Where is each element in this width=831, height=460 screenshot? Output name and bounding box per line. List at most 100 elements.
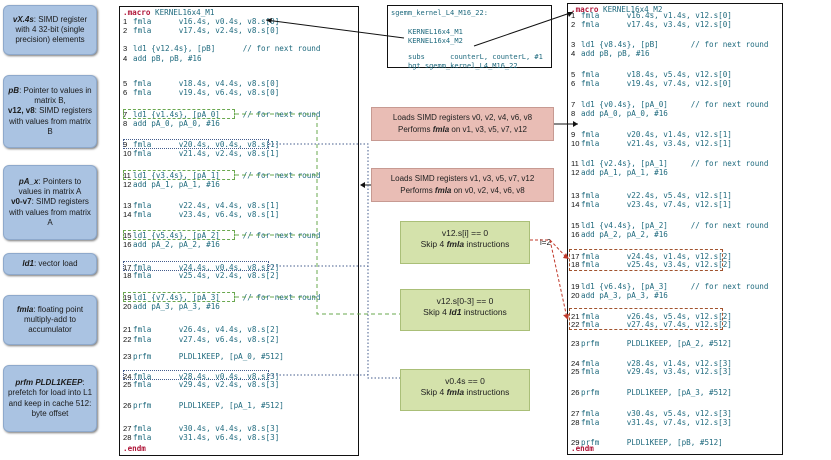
code-text: fmla v17.4s, v3.4s, v12.s[0] xyxy=(581,20,732,29)
code-text: ld1 {v4.4s}, [pA_2] // for next round xyxy=(581,221,769,230)
line-number: 20 xyxy=(571,291,580,300)
code-text: fmla v28.4s, v1.4s, v12.s[3] xyxy=(581,359,732,368)
loop-bgt: bgt sgemm_kernel_L4_M16_22 xyxy=(408,62,518,70)
loop-call-m2: KERNEL16x4_M2 xyxy=(408,37,463,45)
code-text: fmla v17.4s, v2.4s, v8.s[0] xyxy=(133,26,280,35)
line-number: 24 xyxy=(571,359,580,368)
code-text: add pB, pB, #16 xyxy=(581,49,650,58)
hl-left-ld1-pa0 xyxy=(123,109,235,119)
code-text: fmla v19.4s, v7.4s, v12.s[0] xyxy=(581,79,732,88)
line-number: 13 xyxy=(123,201,132,210)
right_code-line: 4 add pB, pB, #16 xyxy=(571,49,650,58)
line-number: 3 xyxy=(123,44,128,53)
code-text: ld1 {v8.4s}, [pB] // for next round xyxy=(581,40,769,49)
code-text: fmla v30.4s, v5.4s, v12.s[3] xyxy=(581,409,732,418)
line-number: 24 xyxy=(123,372,132,381)
right_code-line: 5 fmla v18.4s, v5.4s, v12.s[0] xyxy=(571,70,732,79)
code-text: fmla v26.4s, v4.4s, v8.s[2] xyxy=(133,325,280,334)
line-number: 7 xyxy=(571,100,576,109)
line-number: 21 xyxy=(123,325,132,334)
line-number: 4 xyxy=(571,49,576,58)
line-number: 29 xyxy=(571,438,580,447)
hl-right-fmla-17-18 xyxy=(569,249,723,271)
code-text: fmla v31.4s, v7.4s, v12.s[3] xyxy=(581,418,732,427)
code-text: fmla v28.4s, v0.4s, v8.s[3] xyxy=(133,372,280,381)
line-number: 10 xyxy=(571,139,580,148)
hl-left-fmla-9 xyxy=(123,139,269,149)
line-number: 25 xyxy=(123,380,132,389)
code-text: fmla v22.4s, v5.4s, v12.s[1] xyxy=(581,191,732,200)
code-text: prfm PLDL1KEEP, [pA_1, #512] xyxy=(133,401,284,410)
arrow-head-m1 xyxy=(266,18,272,23)
glossary-pb: pB: Pointer to values in matrix B,v12, v… xyxy=(3,75,97,148)
line-number: 4 xyxy=(123,54,128,63)
code-text: fmla v31.4s, v6.4s, v8.s[3] xyxy=(133,433,280,442)
code-text: ld1 {v12.4s}, [pB] // for next round xyxy=(133,44,321,53)
arrow-to-m2 xyxy=(473,11,574,47)
line-number: 7 xyxy=(123,110,128,119)
code-text: fmla v29.4s, v3.4s, v12.s[3] xyxy=(581,367,732,376)
code-text: fmla v16.4s, v1.4s, v12.s[0] xyxy=(581,11,732,20)
code-text: fmla v29.4s, v2.4s, v8.s[3] xyxy=(133,380,280,389)
code-text: fmla v30.4s, v4.4s, v8.s[3] xyxy=(133,424,280,433)
line-number: 5 xyxy=(123,79,128,88)
line-number: 23 xyxy=(571,339,580,348)
code-text: add pA_3, pA_3, #16 xyxy=(581,291,668,300)
line-number: 27 xyxy=(571,409,580,418)
arrow-head-pink2 xyxy=(360,182,365,188)
arrow-head-m2 xyxy=(567,12,573,17)
code-text: fmla v23.4s, v7.4s, v12.s[1] xyxy=(581,200,732,209)
line-number: 22 xyxy=(123,335,132,344)
code-text: fmla v25.4s, v3.4s, v12.s[2] xyxy=(581,260,732,269)
hl-left-ld1-pa1 xyxy=(123,170,235,180)
code-text: add pA_0, pA_0, #16 xyxy=(133,119,220,128)
line-number: 5 xyxy=(571,70,576,79)
line-number: 2 xyxy=(123,26,128,35)
code-text: add pA_2, pA_2, #16 xyxy=(581,230,668,239)
line-number: 11 xyxy=(123,171,131,180)
left-macro-header: .macro KERNEL16x4_M1 xyxy=(123,8,215,17)
code-text: prfm PLDL1KEEP, [pA_2, #512] xyxy=(581,339,732,348)
code-text: add pA_0, pA_0, #16 xyxy=(581,109,668,118)
line-number: 25 xyxy=(571,367,580,376)
line-number: 12 xyxy=(571,168,580,177)
code-text: fmla v25.4s, v2.4s, v8.s[2] xyxy=(133,271,280,280)
blue-link-1 xyxy=(269,143,400,379)
code-text: fmla v21.4s, v3.4s, v12.s[1] xyxy=(581,139,732,148)
right-endm: .endm xyxy=(571,444,594,453)
line-number: 17 xyxy=(571,252,580,261)
line-number: 21 xyxy=(571,312,580,321)
line-number: 14 xyxy=(571,200,580,209)
code-text: fmla v18.4s, v4.4s, v8.s[0] xyxy=(133,79,280,88)
code-text: fmla v18.4s, v5.4s, v12.s[0] xyxy=(581,70,732,79)
